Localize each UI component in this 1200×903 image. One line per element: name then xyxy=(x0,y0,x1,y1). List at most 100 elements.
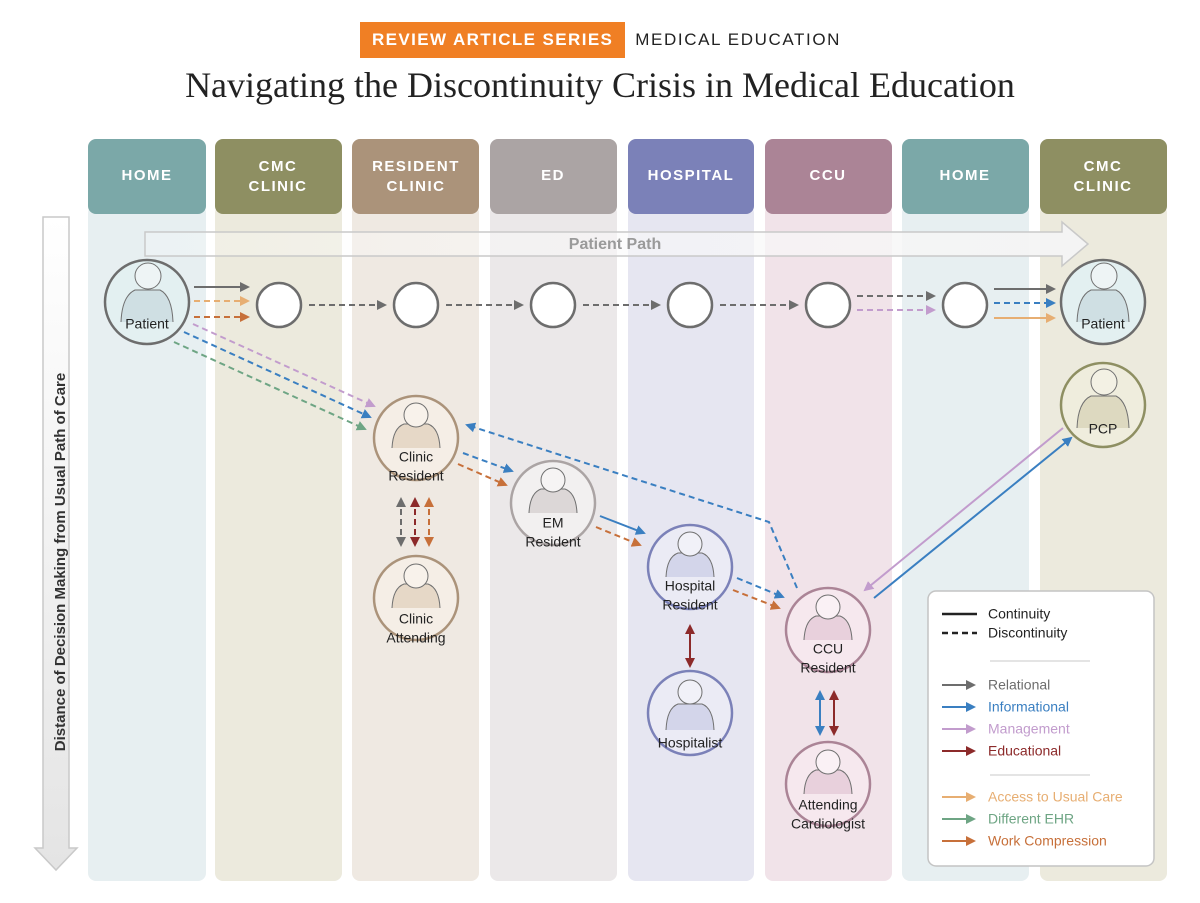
column-header-resident-clinic: RESIDENT CLINIC xyxy=(352,139,479,214)
person-patient-start: Patient xyxy=(103,258,191,346)
person-head-icon xyxy=(815,594,841,620)
series-banner: REVIEW ARTICLE SERIES MEDICAL EDUCATION xyxy=(360,22,841,58)
column-label: CLINIC xyxy=(1074,178,1133,195)
legend-label: Access to Usual Care xyxy=(988,789,1123,805)
person-label: Cardiologist xyxy=(791,816,865,832)
column-header-hospital: HOSPITAL xyxy=(628,139,754,214)
person-label: Resident xyxy=(800,660,855,676)
column-label: HOME xyxy=(940,167,991,184)
legend-management: Management xyxy=(942,721,1070,737)
path-node-ccu xyxy=(804,281,852,329)
person-head-icon xyxy=(403,563,429,589)
person-attending-cardiologist: Attending Cardiologist xyxy=(784,740,872,832)
path-node-cmc-clinic-1 xyxy=(255,281,303,329)
column-cmc-clinic-1 xyxy=(215,205,342,881)
person-portrait-icon xyxy=(391,423,441,449)
person-hospitalist: Hospitalist xyxy=(646,669,734,757)
person-ccu-resident: CCU Resident xyxy=(784,586,872,676)
column-home-1 xyxy=(88,205,206,881)
axis-label: Distance of Decision Making from Usual P… xyxy=(52,373,69,751)
person-em-resident: EM Resident xyxy=(509,459,597,550)
person-head-icon xyxy=(134,262,162,290)
person-label: Resident xyxy=(388,468,443,484)
column-header-home-2: HOME xyxy=(902,139,1029,214)
legend-access-to-usual-care: Access to Usual Care xyxy=(942,789,1123,805)
legend-label: Work Compression xyxy=(988,833,1107,849)
column-ccu xyxy=(765,205,892,881)
person-label: Resident xyxy=(662,597,717,613)
person-head-icon xyxy=(677,679,703,705)
legend-label: Educational xyxy=(988,743,1061,759)
person-label: Patient xyxy=(1081,316,1125,332)
column-label: RESIDENT xyxy=(372,158,460,175)
path-node-resident-clinic xyxy=(392,281,440,329)
legend-work-compression: Work Compression xyxy=(942,833,1107,849)
person-label: CCU xyxy=(813,641,843,657)
legend-label: Relational xyxy=(988,677,1050,693)
legend-label: Informational xyxy=(988,699,1069,715)
path-node-hospital xyxy=(666,281,714,329)
legend-informational: Informational xyxy=(942,699,1069,715)
legend-relational: Relational xyxy=(942,677,1050,693)
legend-label: Management xyxy=(988,721,1070,737)
person-portrait-icon xyxy=(120,289,174,323)
person-portrait-icon xyxy=(665,552,715,578)
person-label: Clinic xyxy=(399,449,433,465)
patient-to-clinic-arrows xyxy=(173,323,376,431)
column-header-ed: ED xyxy=(490,139,617,214)
person-head-icon xyxy=(1090,368,1118,396)
person-head-icon xyxy=(815,749,841,775)
person-label: Hospitalist xyxy=(658,735,723,751)
person-label: Attending xyxy=(386,630,445,646)
person-portrait-icon xyxy=(528,488,578,514)
decision-distance-axis: Distance of Decision Making from Usual P… xyxy=(33,216,79,872)
person-portrait-icon xyxy=(1076,395,1130,429)
series-topic: MEDICAL EDUCATION xyxy=(635,30,842,49)
person-portrait-icon xyxy=(803,615,853,641)
column-header-cmc-clinic-2: CMC CLINIC xyxy=(1040,139,1167,214)
person-hospital-resident: Hospital Resident xyxy=(646,523,734,613)
person-head-icon xyxy=(403,402,429,428)
legend-educational: Educational xyxy=(942,743,1061,759)
column-label: CMC xyxy=(1084,158,1123,175)
column-label: CCU xyxy=(810,167,847,184)
path-arrows xyxy=(194,282,1056,323)
legend-different-ehr: Different EHR xyxy=(942,811,1074,827)
column-label: CMC xyxy=(259,158,298,175)
person-label: Hospital xyxy=(665,578,716,594)
column-label: HOSPITAL xyxy=(648,167,735,184)
person-label: Clinic xyxy=(399,611,433,627)
legend: Continuity Discontinuity Relational Info… xyxy=(927,590,1155,867)
path-node-ed xyxy=(529,281,577,329)
column-label: CLINIC xyxy=(387,178,446,195)
person-head-icon xyxy=(677,531,703,557)
legend-label: Different EHR xyxy=(988,811,1074,827)
column-label: HOME xyxy=(122,167,173,184)
handoff-arrows xyxy=(457,422,1073,610)
series-tag: REVIEW ARTICLE SERIES xyxy=(360,22,626,58)
person-label: Patient xyxy=(125,316,169,332)
column-label: ED xyxy=(541,167,565,184)
legend-continuity: Continuity xyxy=(988,606,1050,622)
patient-path-label: Patient Path xyxy=(569,236,661,253)
person-clinic-resident: Clinic Resident xyxy=(372,394,460,484)
person-label: Resident xyxy=(525,534,580,550)
person-portrait-icon xyxy=(1076,289,1130,323)
supervision-arrows xyxy=(396,497,839,736)
patient-path-arrow: Patient Path xyxy=(144,220,1090,268)
person-portrait-icon xyxy=(665,703,715,731)
column-header-ccu: CCU xyxy=(765,139,892,214)
person-patient-end: Patient xyxy=(1059,258,1147,346)
person-pcp: PCP xyxy=(1059,361,1147,449)
legend-discontinuity: Discontinuity xyxy=(988,625,1067,641)
person-clinic-attending: Clinic Attending xyxy=(372,554,460,646)
page-title: Navigating the Discontinuity Crisis in M… xyxy=(185,65,1015,105)
path-node-home-2 xyxy=(941,281,989,329)
person-label: Attending xyxy=(798,797,857,813)
person-head-icon xyxy=(540,467,566,493)
person-label: PCP xyxy=(1089,421,1118,437)
person-head-icon xyxy=(1090,262,1118,290)
column-label: CLINIC xyxy=(249,178,308,195)
person-label: EM xyxy=(543,515,564,531)
